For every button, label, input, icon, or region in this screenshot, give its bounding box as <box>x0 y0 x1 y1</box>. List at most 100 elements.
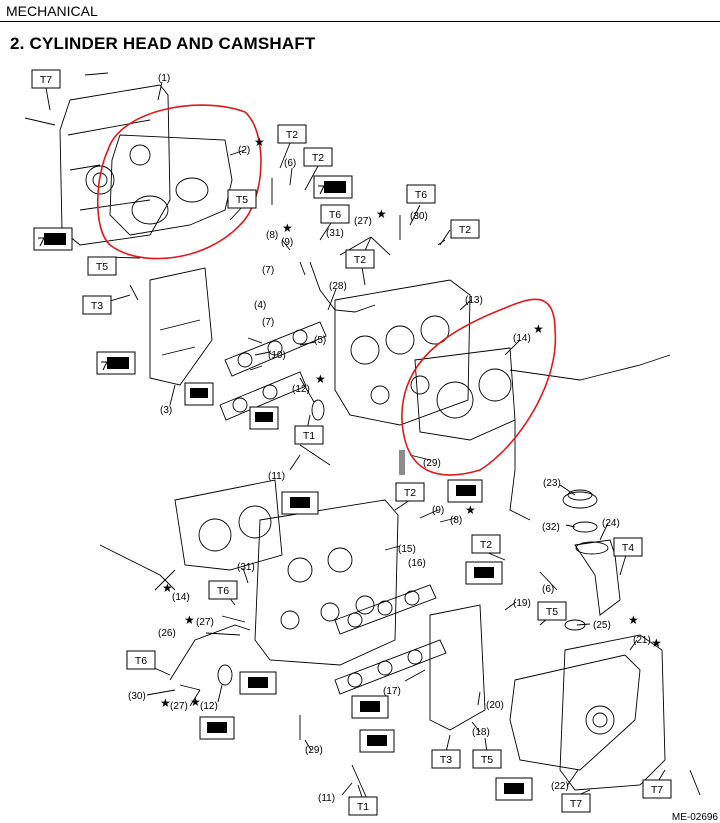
part-label: (13) <box>465 295 483 306</box>
part-label: (31) <box>237 562 255 573</box>
oil-symbol-8 <box>465 561 503 585</box>
o-ring-32 <box>572 521 598 533</box>
part-label: (2) <box>238 145 250 156</box>
torque-box-t2c: T2 <box>450 219 480 239</box>
cylinder-head-upper <box>334 279 471 426</box>
cam-carrier-left <box>149 267 213 386</box>
part-label: (8) <box>266 230 278 241</box>
part-label: (4) <box>254 300 266 311</box>
part-label: (5) <box>314 335 326 346</box>
torque-label: T5 <box>481 754 493 766</box>
part-label: (25) <box>593 620 611 631</box>
torque-label: T1 <box>357 801 369 813</box>
oil-symbol-4 <box>184 382 214 406</box>
torque-label: T6 <box>217 585 229 597</box>
svg-text:★: ★ <box>533 322 544 336</box>
torque-box-t4: T4 <box>613 537 643 557</box>
part-label: (17) <box>383 686 401 697</box>
part-label: (27) <box>170 701 188 712</box>
part-label: (6) <box>284 158 296 169</box>
oil-symbol-9 <box>239 671 277 695</box>
torque-box-t2b: T2 <box>303 147 333 167</box>
part-label: (28) <box>329 281 347 292</box>
torque-box-t6a: T6 <box>320 204 350 224</box>
part-label: (27) <box>354 216 372 227</box>
stud-29 <box>399 450 405 475</box>
oil-symbol-7 <box>281 491 319 515</box>
replace-stars: ★★★ ★★★ ★★★ ★★★ <box>160 135 662 710</box>
part-label: (18) <box>472 727 490 738</box>
svg-text:★: ★ <box>254 135 265 149</box>
part-label: (22) <box>551 781 569 792</box>
cam-cover-upper-ribs <box>67 119 151 211</box>
cam-cover-gasket-lower <box>509 654 641 771</box>
part-label: (20) <box>486 700 504 711</box>
torque-label: T7 <box>651 784 663 796</box>
part-label: (14) <box>172 592 190 603</box>
torque-box-t5d: T5 <box>472 749 502 769</box>
torque-label: T2 <box>354 254 366 266</box>
cam-cover-lower <box>559 634 666 791</box>
torque-box-t5c: T5 <box>537 601 567 621</box>
torque-box-t6d: T6 <box>126 650 156 670</box>
torque-label: T3 <box>440 754 452 766</box>
part-label: (30) <box>128 691 146 702</box>
part-label: (32) <box>542 522 560 533</box>
part-label: (12) <box>292 384 310 395</box>
o-ring-25 <box>564 619 586 631</box>
part-label: (30) <box>410 211 428 222</box>
head-gasket-upper <box>414 347 516 441</box>
part-label: (29) <box>305 745 323 756</box>
oil-symbol-10 <box>199 716 235 740</box>
torque-box-t7a: T7 <box>31 69 61 89</box>
cam-carrier-right <box>429 604 486 731</box>
torque-box-t3b: T3 <box>431 749 461 769</box>
svg-text:★: ★ <box>376 207 387 221</box>
svg-text:★: ★ <box>184 613 195 627</box>
part-label: (19) <box>513 598 531 609</box>
red-circle-upper-gasket <box>96 104 262 260</box>
torque-label: T5 <box>96 261 108 273</box>
torque-label: T7 <box>40 74 52 86</box>
torque-box-t2d: T2 <box>345 249 375 269</box>
torque-label: T7 <box>570 798 582 810</box>
oil-symbol-6 <box>447 479 483 503</box>
oil-symbol-11 <box>351 695 389 719</box>
cam-cover-upper <box>59 84 171 246</box>
torque-label: T2 <box>480 539 492 551</box>
part-label: (3) <box>160 405 172 416</box>
torque-label: T6 <box>135 655 147 667</box>
part-label: (21) <box>633 635 651 646</box>
torque-label: T5 <box>236 194 248 206</box>
part-label: (26) <box>158 628 176 639</box>
section-header: MECHANICAL <box>0 0 720 22</box>
camshaft-16 <box>334 584 437 635</box>
block-outline-upper <box>509 354 671 521</box>
part-label: (24) <box>602 518 620 529</box>
part-label: (8) <box>450 515 462 526</box>
torque-box-t2e: T2 <box>395 482 425 502</box>
oil-symbol-13 <box>495 777 533 801</box>
part-label: (9) <box>432 505 444 516</box>
svg-text:★: ★ <box>651 636 662 650</box>
torque-box-t6c: T6 <box>208 580 238 600</box>
header-rule <box>0 21 720 22</box>
gasket-hole-b <box>175 177 209 203</box>
oil-pipe-26 <box>169 624 251 681</box>
torque-box-t1b: T1 <box>348 796 378 816</box>
part-label: (15) <box>398 544 416 555</box>
part-label: (6) <box>542 584 554 595</box>
bolts <box>24 72 701 811</box>
oil-filler-duct <box>574 539 621 616</box>
torque-label: T6 <box>329 209 341 221</box>
part-label: (16) <box>408 558 426 569</box>
torque-box-t2f: T2 <box>471 534 501 554</box>
page-title: 2. CYLINDER HEAD AND CAMSHAFT <box>10 34 316 53</box>
red-circle-head-gasket <box>401 298 557 476</box>
torque-box-t6b: T6 <box>406 184 436 204</box>
svg-text:★: ★ <box>190 695 201 709</box>
torque-box-t7c: T7 <box>642 779 672 799</box>
camshaft-upper <box>224 321 327 377</box>
torque-label: T2 <box>286 129 298 141</box>
